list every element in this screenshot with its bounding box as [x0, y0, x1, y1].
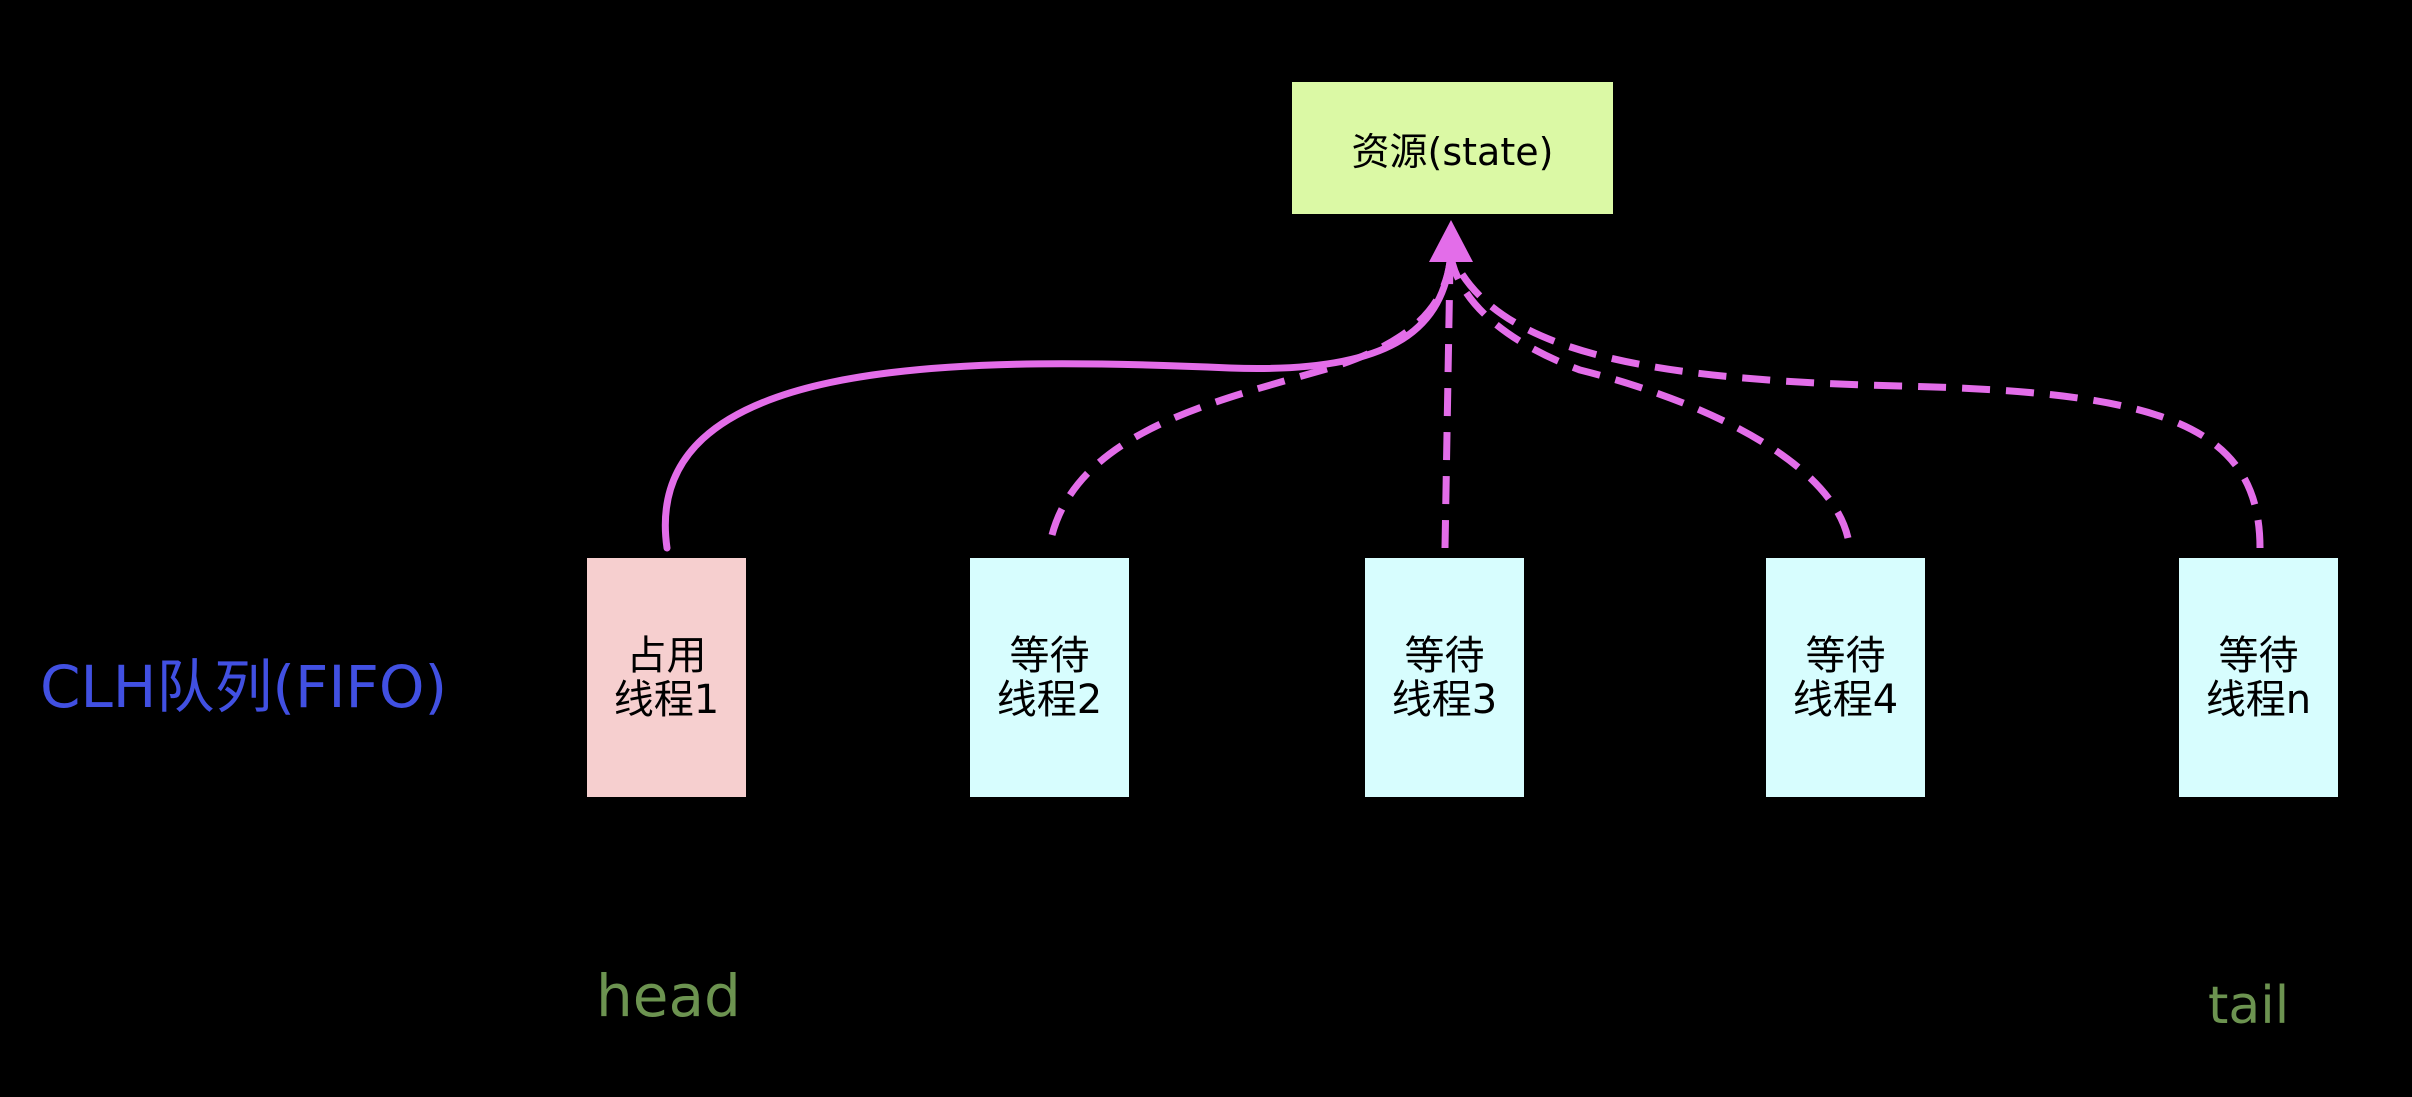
thread-1-name-label: 线程1: [613, 676, 720, 723]
arrow-thread-3-waiting: [1441, 261, 1454, 549]
thread-4-waiting-box: 等待 线程4: [1766, 558, 1925, 797]
arrowhead-icon: [1429, 220, 1473, 262]
thread-1-holding-box: 占用 线程1: [587, 558, 746, 797]
arrow-thread-2-waiting: [1048, 261, 1454, 536]
tail-label: tail: [2208, 976, 2290, 1036]
thread-n-status-label: 等待: [2218, 632, 2299, 679]
thread-n-waiting-box: 等待 线程n: [2179, 558, 2338, 797]
thread-1-status-label: 占用: [626, 632, 707, 679]
thread-3-status-label: 等待: [1404, 632, 1485, 679]
thread-4-status-label: 等待: [1805, 632, 1886, 679]
head-label: head: [596, 962, 741, 1030]
arrow-thread-1-holding: [661, 258, 1454, 552]
resource-state-box: 资源(state): [1292, 82, 1613, 214]
thread-2-name-label: 线程2: [996, 676, 1103, 723]
thread-n-name-label: 线程n: [2205, 676, 2312, 723]
thread-3-name-label: 线程3: [1391, 676, 1498, 723]
thread-4-name-label: 线程4: [1792, 676, 1899, 723]
clh-queue-label: CLH队列(FIFO): [40, 653, 448, 721]
arrow-thread-n-waiting: [1451, 260, 2264, 549]
thread-3-waiting-box: 等待 线程3: [1365, 558, 1524, 797]
thread-2-waiting-box: 等待 线程2: [970, 558, 1129, 797]
thread-2-status-label: 等待: [1009, 632, 1090, 679]
arrow-thread-4-waiting: [1448, 261, 1852, 539]
resource-label: 资源(state): [1351, 129, 1554, 174]
